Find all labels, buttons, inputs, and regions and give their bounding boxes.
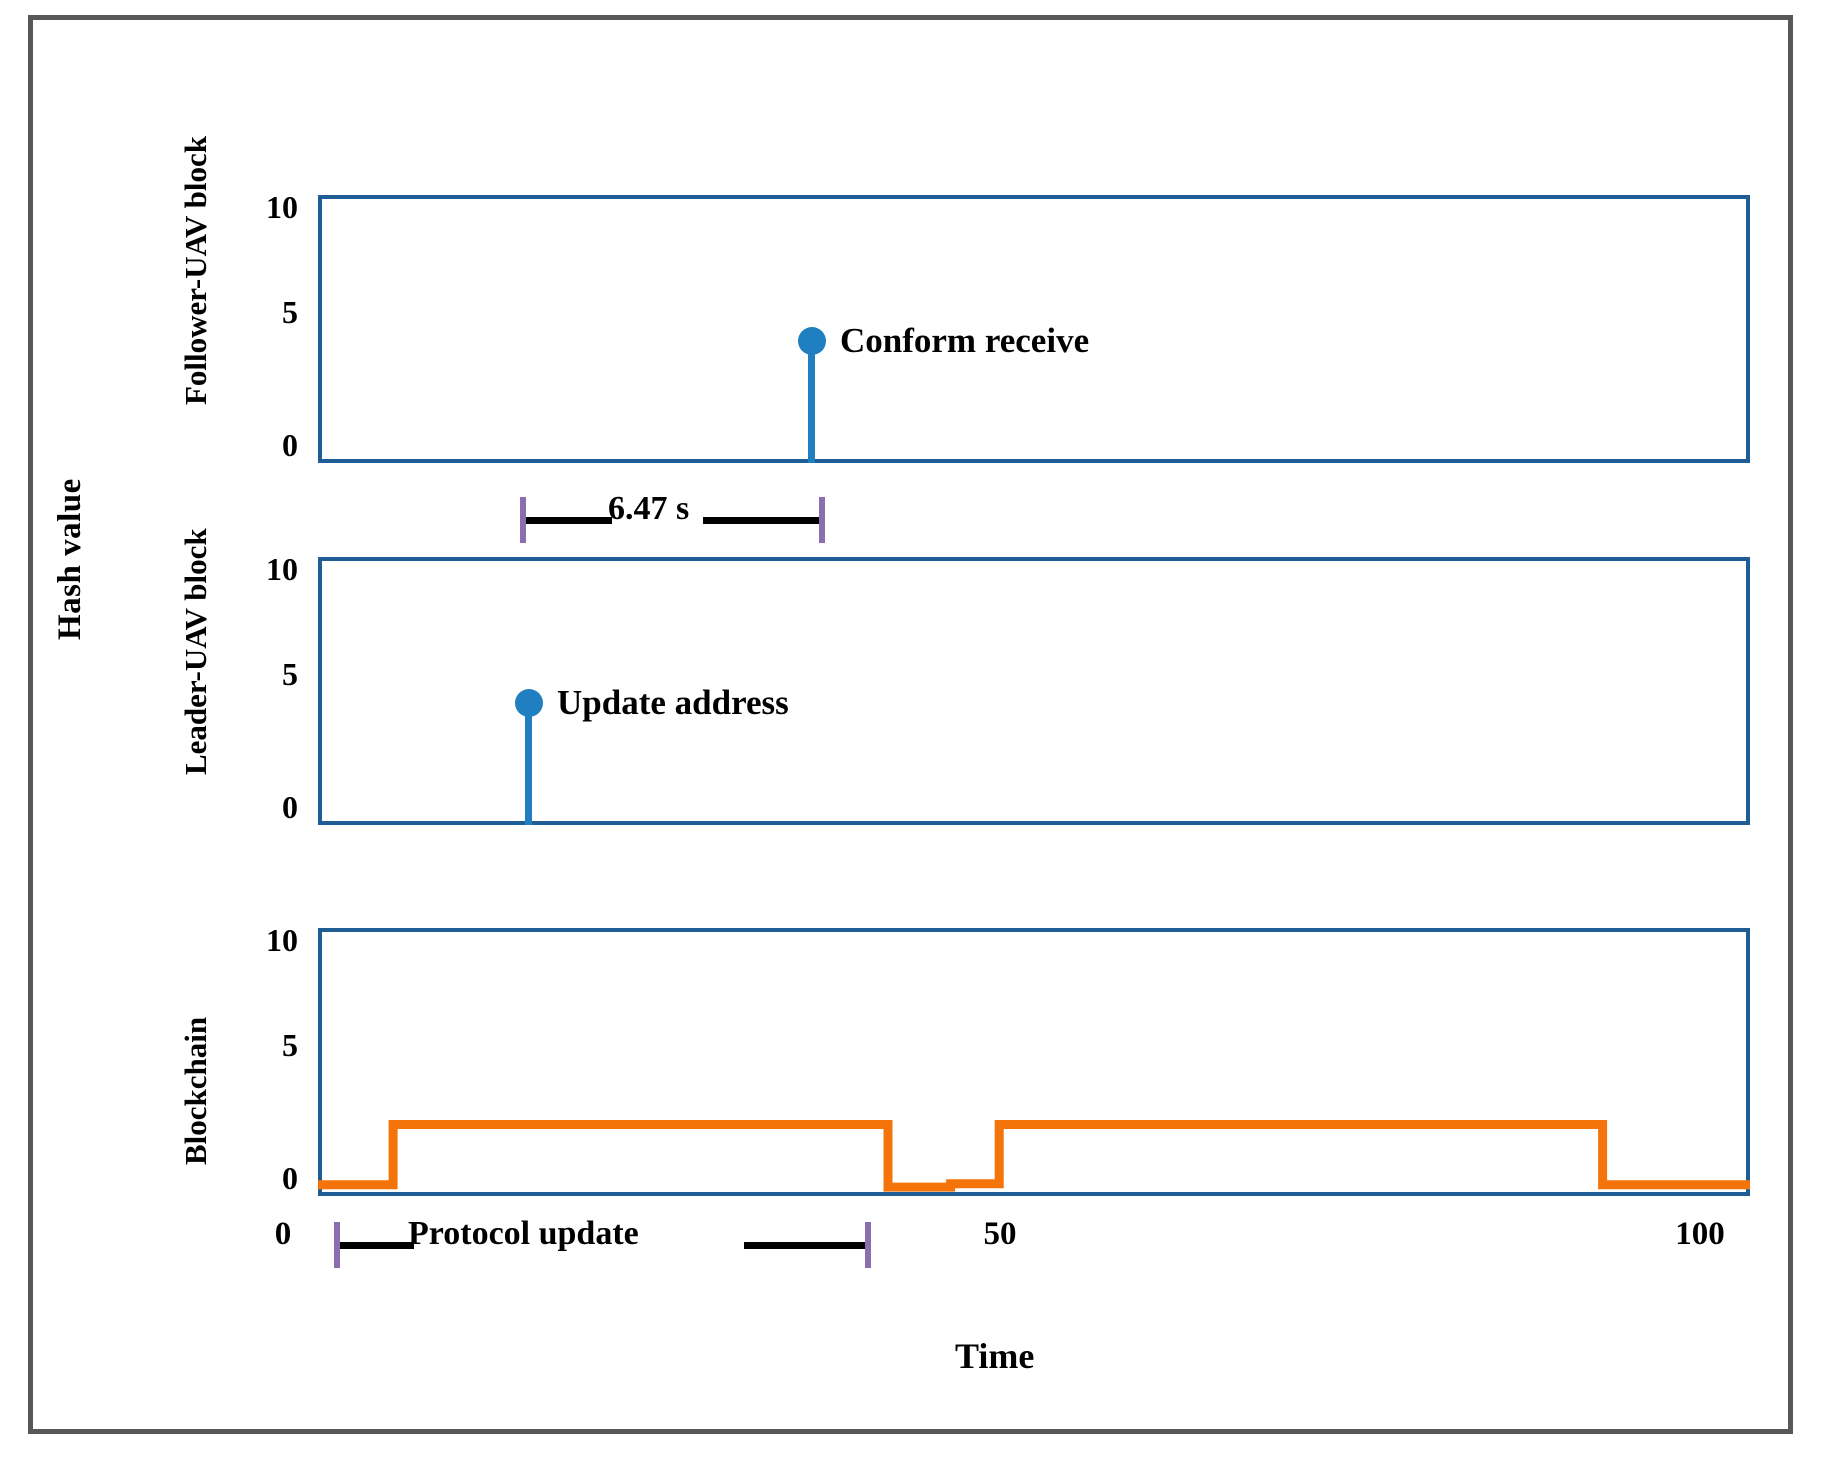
- subplot2-axes: [318, 557, 1750, 825]
- xtick-0: 0: [274, 1216, 292, 1252]
- annotation-protocol-update: Protocol update: [334, 1217, 871, 1268]
- subplot2-ytick-10: 10: [266, 551, 298, 587]
- xtick-50: 50: [983, 1216, 1017, 1252]
- subplot2-stem-marker[interactable]: [515, 689, 543, 717]
- subplot1-stem-label: Conform receive: [840, 321, 1090, 360]
- annotation-interval-647s: 6.47 s: [520, 492, 825, 543]
- subplot2-ytick-5: 5: [282, 656, 298, 692]
- subplot1-ytick-10: 10: [266, 189, 298, 225]
- subplot1-ytick-0: 0: [282, 427, 298, 463]
- protocol-bar-left: [340, 1242, 414, 1249]
- subplot3-ytick-5: 5: [282, 1027, 298, 1063]
- xtick-100: 100: [1675, 1216, 1725, 1252]
- subplot1-stem-line: [808, 348, 815, 463]
- subplot1-axes: [318, 195, 1750, 463]
- protocol-cap-right: [865, 1222, 871, 1268]
- subplot3-axes: [318, 928, 1750, 1196]
- interval-label: 6.47 s: [608, 490, 690, 527]
- subplot3-ytick-10: 10: [266, 922, 298, 958]
- protocol-bar-right: [744, 1242, 865, 1249]
- subplot1-stem-marker[interactable]: [798, 327, 826, 355]
- subplot2-stem-label: Update address: [557, 683, 789, 722]
- subplot1-ytick-5: 5: [282, 294, 298, 330]
- global-y-axis-label: Hash value: [52, 478, 88, 640]
- subplot1-y-axis-label: Follower-UAV block: [178, 136, 213, 405]
- interval-cap-right: [819, 497, 825, 543]
- subplot2-y-axis-label: Leader-UAV block: [178, 528, 213, 775]
- protocol-cap-left: [334, 1222, 340, 1268]
- interval-cap-left: [520, 497, 526, 543]
- subplot2-stem-line: [525, 710, 532, 825]
- interval-bar-right: [703, 517, 819, 524]
- subplot2-ytick-0: 0: [282, 789, 298, 825]
- subplot3-ytick-0: 0: [282, 1160, 298, 1196]
- x-axis-title: Time: [955, 1336, 1035, 1376]
- interval-bar-left: [526, 517, 612, 524]
- protocol-label: Protocol update: [408, 1215, 639, 1252]
- subplot3-y-axis-label: Blockchain: [178, 1016, 213, 1165]
